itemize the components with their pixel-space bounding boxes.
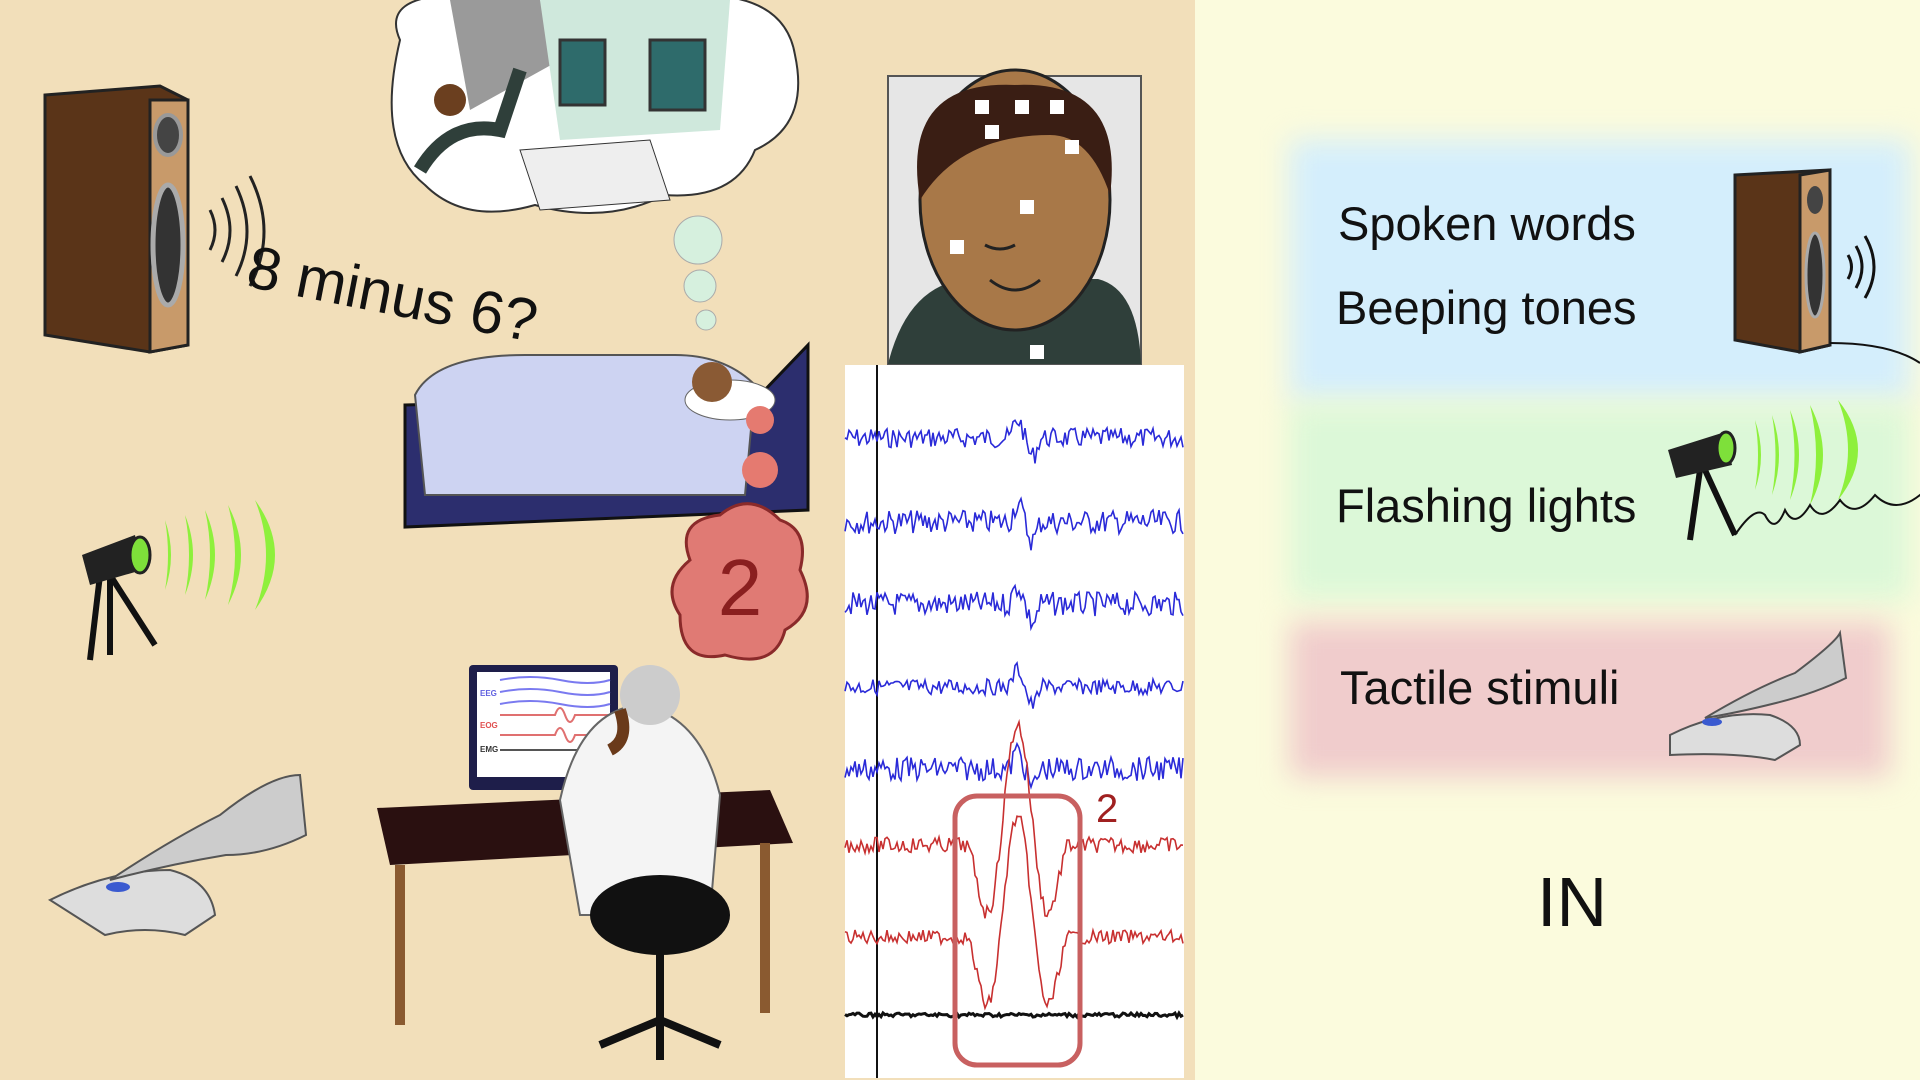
label-tactile-stimuli: Tactile stimuli [1340, 661, 1620, 714]
emg-trace-8 [844, 1010, 1184, 1021]
speaker-icon-right [1733, 168, 1920, 364]
label-beeping-tones: Beeping tones [1336, 281, 1637, 334]
eeg-recording-panel: 2 [844, 365, 1184, 1078]
label-flashing-lights: Flashing lights [1336, 479, 1637, 532]
footer-label: IN [1537, 863, 1607, 941]
eeg-trace-3 [844, 583, 1184, 632]
monitor-label-eeg: EEG [480, 689, 497, 698]
flashing-light-icon-right [1668, 400, 1920, 541]
flashing-light-icon [82, 500, 275, 661]
visual-band [1290, 405, 1910, 600]
tactile-hands-icon [47, 773, 308, 937]
eog-trace-6 [844, 718, 1184, 919]
answer-bubble-number: 2 [718, 543, 763, 632]
highlight-box [952, 793, 1083, 1068]
desk-with-scientist: EEG EOG EMG [377, 665, 793, 1060]
label-spoken-words: Spoken words [1338, 197, 1636, 250]
bed-with-patient [403, 341, 810, 529]
speaker-icon [43, 84, 266, 354]
monitor-label-eog: EOG [480, 721, 498, 730]
eeg-trace-2 [844, 496, 1184, 551]
tactile-hands-icon-right [1669, 629, 1848, 762]
monitor-label-emg: EMG [480, 745, 498, 754]
thought-cloud [390, 0, 800, 331]
eeg-annotation-number: 2 [1096, 787, 1118, 831]
eeg-trace-5 [844, 741, 1184, 790]
eeg-trace-4 [844, 661, 1184, 709]
answer-bubble: 2 [670, 502, 809, 661]
eeg-trace-1 [844, 419, 1184, 464]
eog-trace-7 [844, 815, 1184, 1011]
electrode-face-photo [887, 68, 1142, 365]
